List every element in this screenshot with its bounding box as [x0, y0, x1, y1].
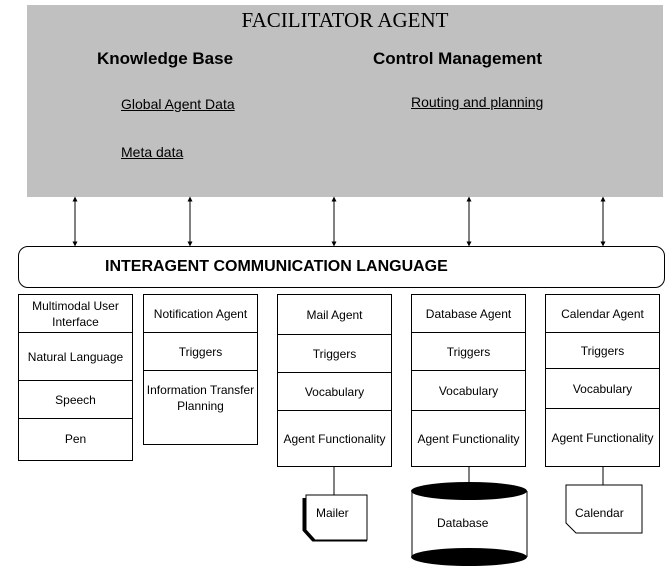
cell: Agent Functionality [417, 431, 520, 446]
knowledge-base-heading: Knowledge Base [97, 49, 234, 68]
global-agent-data: Global Agent Data [121, 96, 235, 112]
cell: Triggers [278, 335, 391, 373]
multimodal-ui-column: Multimodal User Interface Natural Langua… [18, 294, 133, 461]
cell-header: Database Agent [412, 295, 525, 333]
notification-agent-column: Notification Agent Triggers Information … [143, 294, 258, 445]
calendar-label: Calendar [575, 506, 624, 520]
control-management-heading: Control Management [373, 49, 543, 68]
database-agent-column: Database Agent Triggers Vocabulary Agent… [411, 294, 526, 467]
cell: Agent Functionality [551, 430, 654, 445]
cell: Pen [64, 432, 87, 446]
cell: Speech [19, 381, 132, 419]
calendar-agent-column: Calendar Agent Triggers Vocabulary Agent… [545, 294, 660, 467]
cell-header: Multimodal User Interface [19, 295, 132, 333]
mail-agent-column: Mail Agent Triggers Vocabulary Agent Fun… [277, 294, 392, 467]
routing-and-planning: Routing and planning [411, 94, 544, 110]
database-cylinder-bottom [411, 548, 527, 566]
interagent-communication-language-bar: INTERAGENT COMMUNICATION LANGUAGE [18, 246, 665, 288]
facilitator-title: FACILITATOR AGENT [241, 8, 449, 32]
cell: Vocabulary [278, 373, 391, 411]
calendar-doc-shape [565, 484, 643, 534]
cell: Agent Functionality [283, 431, 386, 446]
cell: Triggers [412, 333, 525, 371]
database-cylinder-top [411, 482, 527, 500]
cell: Information Transfer Planning [146, 383, 255, 413]
facilitator-agent-box: FACILITATOR AGENT Knowledge Base Global … [27, 5, 663, 197]
cell: Triggers [144, 333, 257, 371]
cell: Triggers [546, 333, 659, 369]
icl-label: INTERAGENT COMMUNICATION LANGUAGE [105, 258, 448, 275]
cell-header: Mail Agent [278, 295, 391, 335]
cell: Vocabulary [546, 369, 659, 409]
meta-data: Meta data [121, 144, 184, 160]
cell-header: Calendar Agent [546, 295, 659, 333]
mailer-doc-shape [305, 494, 368, 541]
cell: Natural Language [19, 333, 132, 381]
mailer-label: Mailer [316, 506, 349, 520]
database-label: Database [437, 516, 489, 530]
cell-header: Notification Agent [144, 295, 257, 333]
cell: Vocabulary [412, 371, 525, 411]
